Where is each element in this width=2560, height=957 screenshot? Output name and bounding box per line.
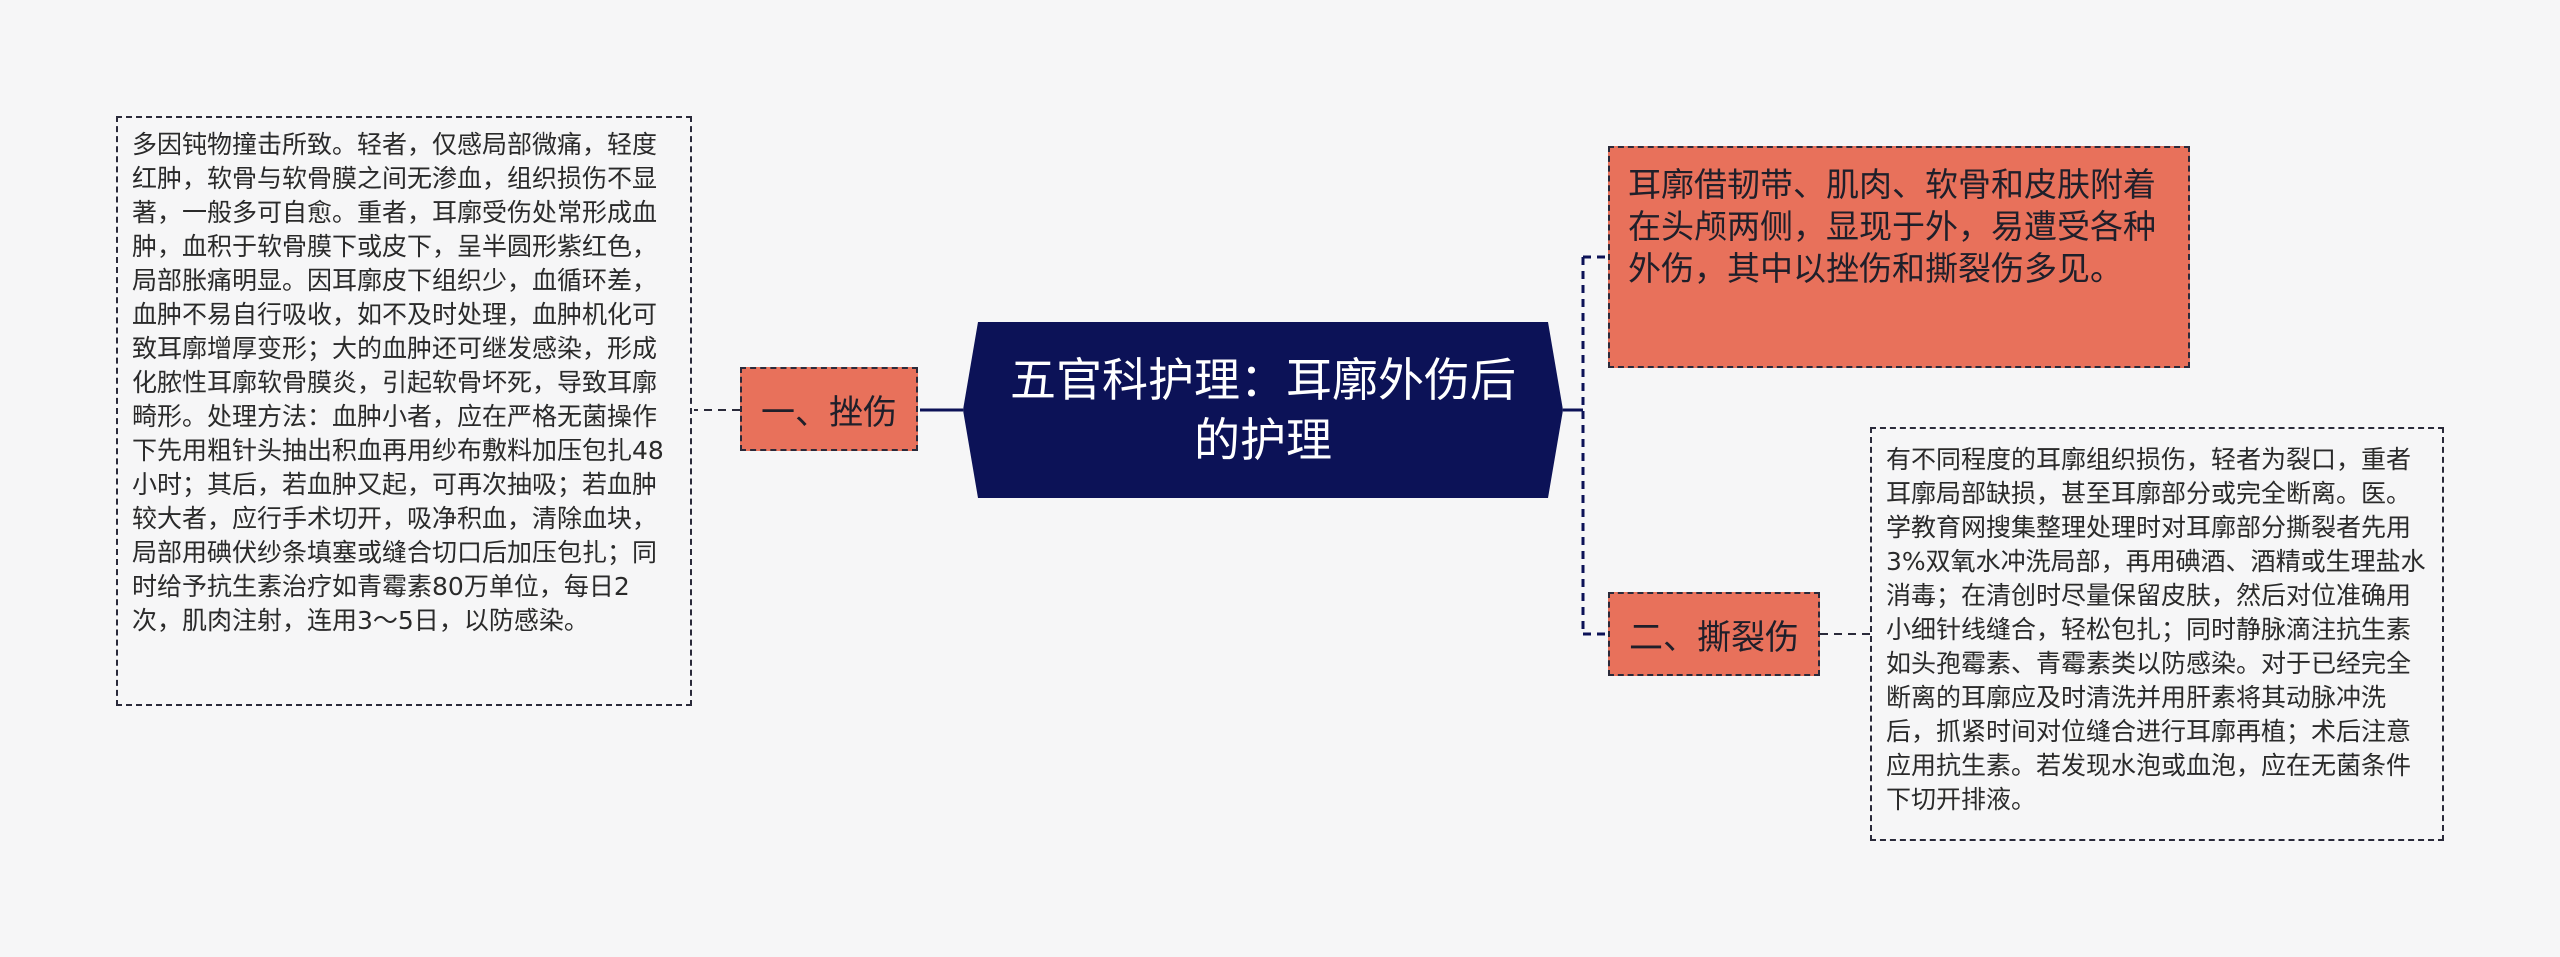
branch-laceration-label: 二、撕裂伤 [1629,617,1799,658]
branch-contusion[interactable]: 一、挫伤 [740,367,918,451]
branch-laceration[interactable]: 二、撕裂伤 [1608,592,1820,676]
info-text: 耳廓借韧带、肌肉、软骨和皮肤附着在头颅两侧，显现于外，易遭受各种外伤，其中以挫伤… [1628,165,2156,288]
detail-contusion-text: 多因钝物撞击所致。轻者，仅感局部微痛，轻度红肿，软骨与软骨膜之间无渗血，组织损伤… [132,130,664,635]
root-node[interactable]: 五官科护理：耳廓外伤后的护理 [963,322,1563,498]
info-node[interactable]: 耳廓借韧带、肌肉、软骨和皮肤附着在头颅两侧，显现于外，易遭受各种外伤，其中以挫伤… [1608,146,2190,368]
root-title: 五官科护理：耳廓外伤后的护理 [1010,353,1516,467]
branch-contusion-label: 一、挫伤 [761,392,897,433]
detail-contusion[interactable]: 多因钝物撞击所致。轻者，仅感局部微痛，轻度红肿，软骨与软骨膜之间无渗血，组织损伤… [116,116,692,706]
detail-laceration[interactable]: 有不同程度的耳廓组织损伤，轻者为裂口，重者耳廓局部缺损，甚至耳廓部分或完全断离。… [1870,427,2444,841]
detail-laceration-text: 有不同程度的耳廓组织损伤，轻者为裂口，重者耳廓局部缺损，甚至耳廓部分或完全断离。… [1886,445,2426,814]
